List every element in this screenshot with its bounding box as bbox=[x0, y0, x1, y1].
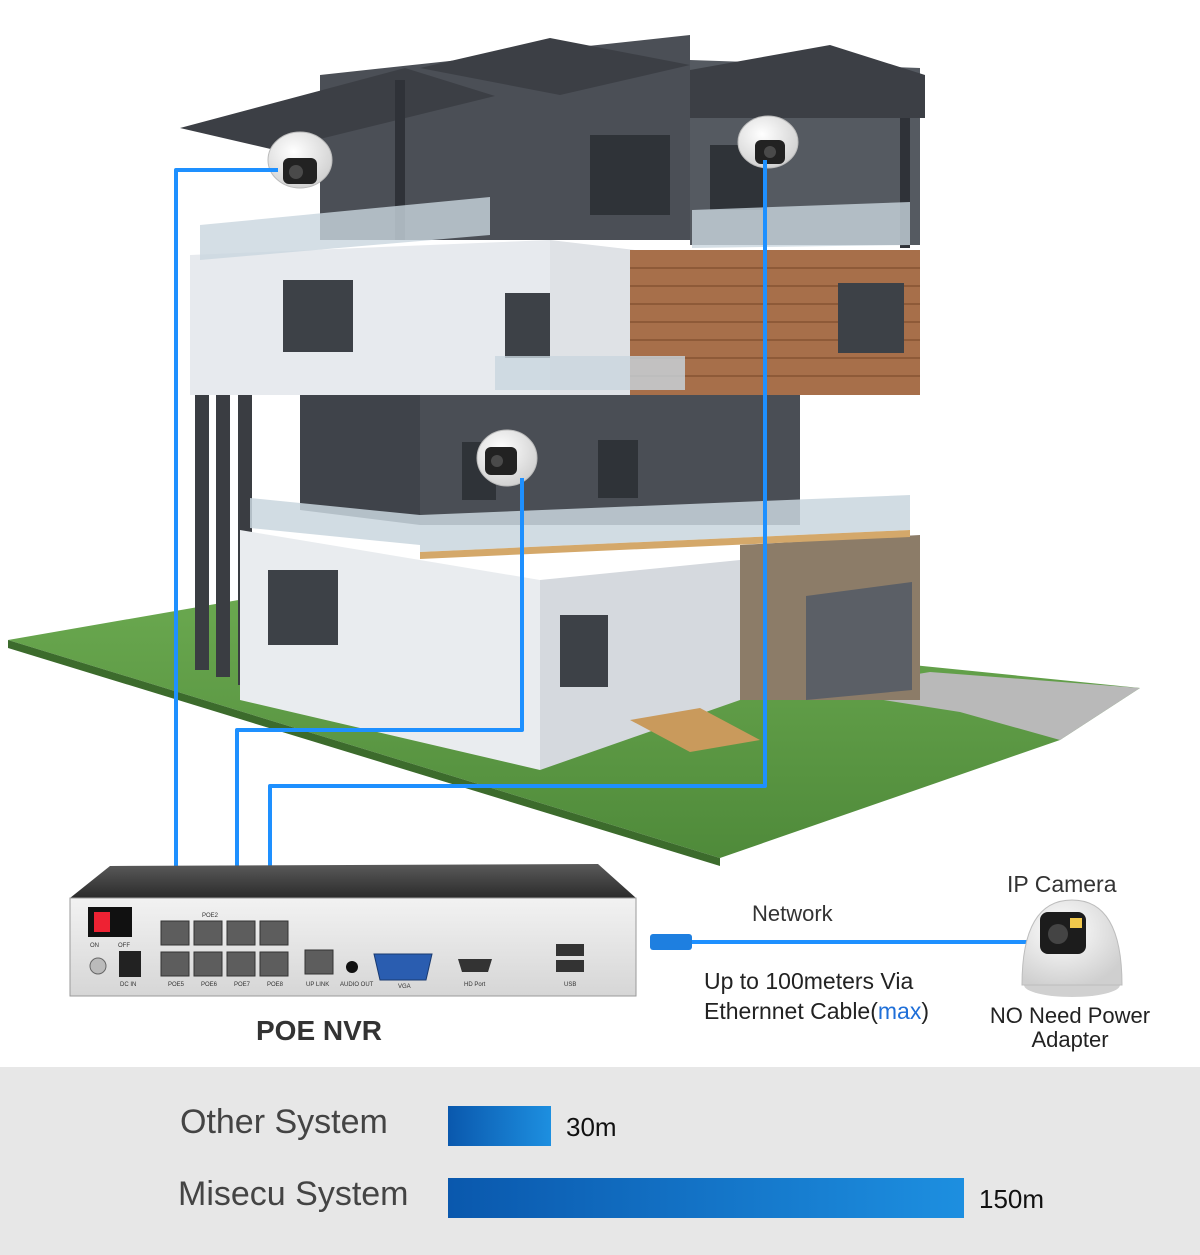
dome-camera-top-right bbox=[737, 115, 799, 169]
nvr-hd-label: HD Port bbox=[464, 982, 486, 988]
nvr-dcin-label: DC IN bbox=[120, 982, 136, 988]
poe-nvr-label: POE NVR bbox=[256, 1015, 383, 1046]
distance-comparison: Other System 30m Misecu System 150m bbox=[0, 1067, 1200, 1255]
dome-camera-top-left bbox=[267, 131, 333, 189]
ip-camera-label: IP Camera bbox=[1007, 871, 1117, 897]
nvr-poe7-label: POE7 bbox=[234, 982, 251, 988]
dome-camera-wall bbox=[476, 429, 538, 487]
poe-nvr-device: ON OFF DC IN POE2 POE5 POE6 POE7 POE8 UP… bbox=[69, 864, 637, 997]
nvr-uplink-label: UP LINK bbox=[306, 982, 329, 988]
cable-range-line-2-text: Ethernnet Cable( bbox=[704, 998, 878, 1024]
nvr-on-label: ON bbox=[90, 943, 99, 949]
misecu-system-label: Misecu System bbox=[178, 1175, 409, 1213]
max-highlight: max bbox=[877, 998, 922, 1024]
misecu-system-value: 150m bbox=[979, 1184, 1045, 1214]
other-system-value: 30m bbox=[566, 1112, 617, 1142]
cable-range-close: ) bbox=[921, 998, 930, 1024]
poe-cables bbox=[174, 160, 1030, 944]
nvr-off-label: OFF bbox=[118, 943, 130, 949]
other-system-bar bbox=[448, 1106, 551, 1146]
nvr-vga-label: VGA bbox=[398, 984, 411, 990]
nvr-audio-label: AUDIO OUT bbox=[340, 982, 374, 988]
nvr-poe2-label: POE2 bbox=[202, 913, 219, 919]
misecu-system-bar bbox=[448, 1178, 964, 1218]
nvr-poe6-label: POE6 bbox=[201, 982, 218, 988]
other-system-label: Other System bbox=[180, 1103, 388, 1141]
nvr-poe8-label: POE8 bbox=[267, 982, 284, 988]
cable-range-text: Up to 100meters Via Ethernnet Cable(max) bbox=[704, 966, 929, 1026]
nvr-poe5-label: POE5 bbox=[168, 982, 185, 988]
cable-range-line-1: Up to 100meters Via bbox=[704, 968, 914, 994]
poe-diagram: ON OFF DC IN POE2 POE5 POE6 POE7 POE8 UP… bbox=[8, 35, 1140, 997]
ip-camera-product bbox=[1021, 899, 1123, 997]
house-illustration bbox=[180, 35, 925, 770]
cable-range-line-2: Ethernnet Cable(max) bbox=[704, 996, 929, 1026]
nvr-usb-label: USB bbox=[564, 982, 576, 988]
network-label: Network bbox=[752, 901, 833, 926]
no-power-adapter-label: NO Need Power Adapter bbox=[989, 1003, 1151, 1052]
